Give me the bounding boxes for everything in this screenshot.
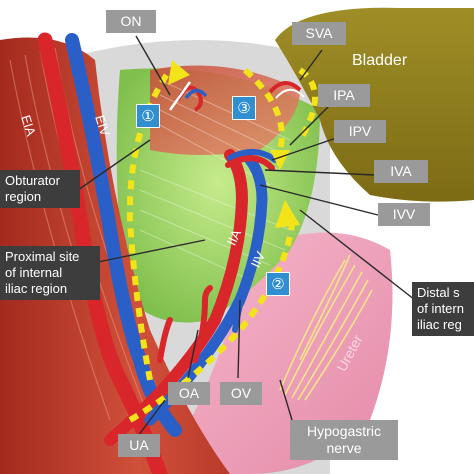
ipv-vessel: [227, 149, 278, 163]
label-obturator-region: Obturator region: [0, 170, 80, 208]
ua-vessel: [157, 317, 173, 363]
label-iva: IVA: [374, 160, 428, 183]
leader-lines: [77, 35, 416, 441]
region-3-badge: ③: [232, 96, 256, 120]
oa-vessel: [192, 285, 213, 363]
iia-vessel: [104, 149, 249, 446]
bladder-label: Bladder: [352, 52, 408, 69]
label-ua: UA: [118, 434, 160, 457]
ureter-region: [160, 232, 393, 474]
label-ov: OV: [220, 382, 262, 405]
label-oa: OA: [168, 382, 210, 405]
sva-vessel: [268, 81, 302, 94]
bladder-shape: [275, 7, 474, 202]
label-ivv: IVV: [378, 203, 430, 226]
label-distal-site: Distal s of intern iliac reg: [412, 282, 474, 336]
label-sva: SVA: [292, 22, 346, 45]
label-on: ON: [106, 10, 156, 33]
label-ipa: IPA: [318, 84, 370, 107]
hypogastric-nerve-fibers: [279, 254, 373, 401]
ipa-vessel: [225, 155, 275, 171]
region-1-badge: ①: [136, 104, 160, 128]
eiv-vessel: [65, 33, 182, 437]
label-proximal-site: Proximal site of internal iliac region: [0, 246, 100, 300]
label-ipv: IPV: [334, 120, 386, 143]
region-2-badge: ②: [266, 272, 290, 296]
label-hypogastric-nerve: Hypogastric nerve: [290, 420, 398, 460]
